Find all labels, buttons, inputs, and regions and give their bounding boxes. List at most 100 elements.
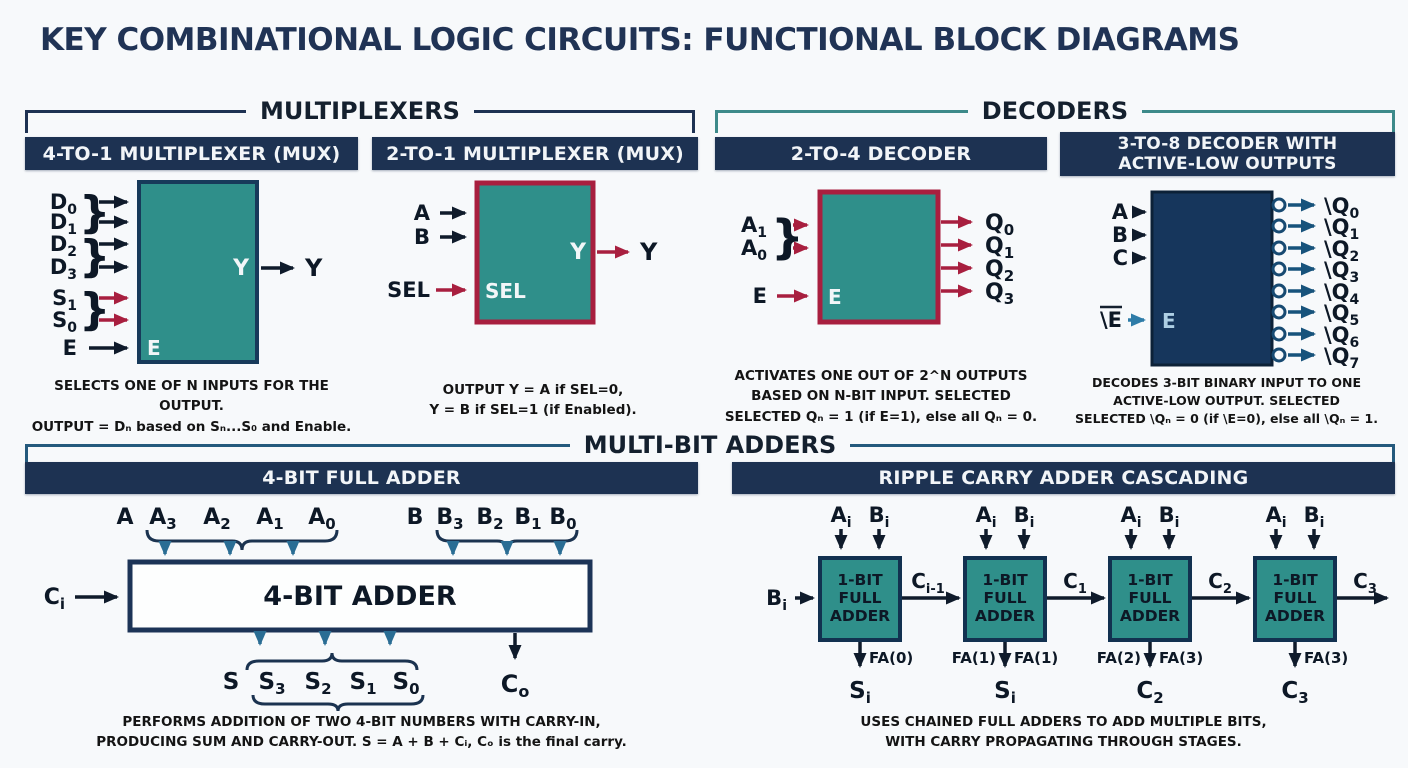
sum-output-arrows [253,631,397,646]
b2-label: B2 [476,505,503,533]
mux4-body [137,180,259,364]
multiplexers-section-title: MULTIPLEXERS [260,97,460,125]
y-output-label: Y [304,254,323,282]
q3-label: Q3 [985,280,1014,308]
b-group-label: B [407,505,424,530]
svg-text:FULL: FULL [1129,589,1172,607]
full-adder-block-4 [1253,556,1337,642]
svg-text:FULL: FULL [1274,589,1317,607]
q5bar-label: \Q5 [1324,301,1359,329]
header-line-2: ACTIVE-LOW OUTPUTS [1118,154,1337,174]
d2-label: D2 [50,232,77,260]
caption-line: ACTIVATES ONE OUT OF 2^N OUTPUTS [734,368,1028,384]
input-group-braces [145,529,579,551]
dec24-output-labels: Q0 Q1 Q2 Q3 [985,211,1014,308]
q3bar-label: \Q3 [1324,258,1359,286]
caption-line: USES CHAINED FULL ADDERS TO ADD MULTIPLE… [860,714,1267,730]
carry-c3-label: C3 [1353,569,1377,597]
q0bar-label: \Q0 [1324,194,1360,222]
ripple-caption: USES CHAINED FULL ADDERS TO ADD MULTIPLE… [732,712,1395,753]
s1-label: S1 [52,286,77,314]
bracket-line [1142,110,1396,133]
s0-label: S0 [392,669,419,698]
panel-header-2to1-mux: 2-TO-1 MULTIPLEXER (MUX) [372,137,698,170]
svg-text:ADDER: ADDER [975,607,1035,625]
d-pair-braces: } } [79,187,110,282]
sel-port-label: SEL [485,279,526,303]
mux2-diagram: A B SEL SEL Y Y [387,180,658,325]
caption-line: ACTIVE-LOW OUTPUT. SELECTED [1113,393,1340,409]
carry-ci-1-label: Ci-1 [911,569,945,597]
b-label: B [1112,223,1128,247]
svg-text:ADDER: ADDER [830,607,890,625]
carry-in-label: Ci [44,585,65,613]
svg-text:ADDER: ADDER [1265,607,1325,625]
svg-text:1-BIT: 1-BIT [982,571,1028,589]
bracket-line [715,110,968,133]
brace-d0-d1: } [79,187,110,238]
sel-label: SEL [387,278,430,302]
a-label: A [414,201,431,225]
enable-label: E [753,284,767,308]
mux4-select-labels: S1 S0 [52,286,77,336]
full-adder-block-2 [963,556,1047,642]
dec24-input-labels: A1 A0 [741,213,767,264]
adders-section-title: MULTI-BIT ADDERS [583,431,837,459]
ai-label: Ai [1265,503,1286,531]
svg-text:1-BIT: 1-BIT [1272,571,1318,589]
brace-d2-d3: } [79,231,110,282]
enable-label: E [63,336,77,360]
a0-label: A0 [741,236,767,264]
bi-label: Bi [869,503,890,531]
dec38-input-arrows [1132,205,1147,265]
s1-label: S1 [349,669,376,698]
adders-bracket: MULTI-BIT ADDERS [25,431,1396,467]
enable-bar-label: \E [1100,308,1122,332]
s3-label: S3 [258,669,285,698]
q0-label: Q0 [985,211,1014,239]
caption-line: SELECTED \Qₙ = 0 (if \E=0), else all \Qₙ… [1075,411,1378,427]
caption-line: PERFORMS ADDITION OF TWO 4-BIT NUMBERS W… [122,714,601,730]
q6bar-label: \Q6 [1324,323,1359,351]
full-adder-blocks [818,556,1337,642]
mux4-caption: SELECTS ONE OF N INPUTS FOR THE OUTPUT. … [25,376,358,437]
decoders-section-title: DECODERS [981,97,1129,125]
dec24-output-arrows [941,215,973,298]
c-label: C [1113,246,1128,270]
c3-output-label: C3 [1281,678,1308,705]
svg-text:1-BIT: 1-BIT [837,571,883,589]
page-title: KEY COMBINATIONAL LOGIC CIRCUITS: FUNCTI… [40,22,1240,58]
b0-label: B0 [549,505,576,533]
q7bar-label: \Q7 [1324,344,1359,372]
carry-out-label: Co [501,670,530,701]
dec24-caption: ACTIVATES ONE OUT OF 2^N OUTPUTS BASED O… [715,366,1047,427]
full-adder-block-1 [818,556,902,642]
caption-line: Y = B if SEL=1 (if Enabled). [429,402,637,419]
q1bar-label: \Q1 [1324,215,1359,243]
sum-group-braces [245,652,425,712]
b-label: B [414,225,430,249]
bracket-line [25,444,570,467]
d1-label: D1 [50,210,77,238]
a2-label: A2 [203,505,230,533]
bracket-line [25,110,247,133]
q2bar-label: \Q2 [1324,237,1359,265]
s-group-label: S [223,669,240,695]
e-port-label: E [147,336,161,360]
q2-label: Q2 [985,257,1014,285]
svg-text:FULL: FULL [984,589,1027,607]
a-label: A [1112,200,1129,224]
dec38-output-arrows [1288,198,1316,362]
ripple-top-arrows [834,529,1321,550]
dec24-body [817,189,941,325]
si-output-label: Si [994,678,1016,705]
fa3-tag: FA(3) [1159,649,1203,667]
dec24-diagram: A1 A0 } E E Q0 Q1 Q2 Q3 [741,189,1014,325]
mux2-body [474,180,596,325]
dec38-caption: DECODES 3-BIT BINARY INPUT TO ONE ACTIVE… [1058,374,1395,428]
a1-label: A1 [741,213,767,241]
full-adder-block-3 [1108,556,1192,642]
dec24-input-arrows [793,218,809,255]
ripple-output-labels: Si Si C2 C3 [849,678,1309,705]
left-input-label: Bi [766,586,787,614]
